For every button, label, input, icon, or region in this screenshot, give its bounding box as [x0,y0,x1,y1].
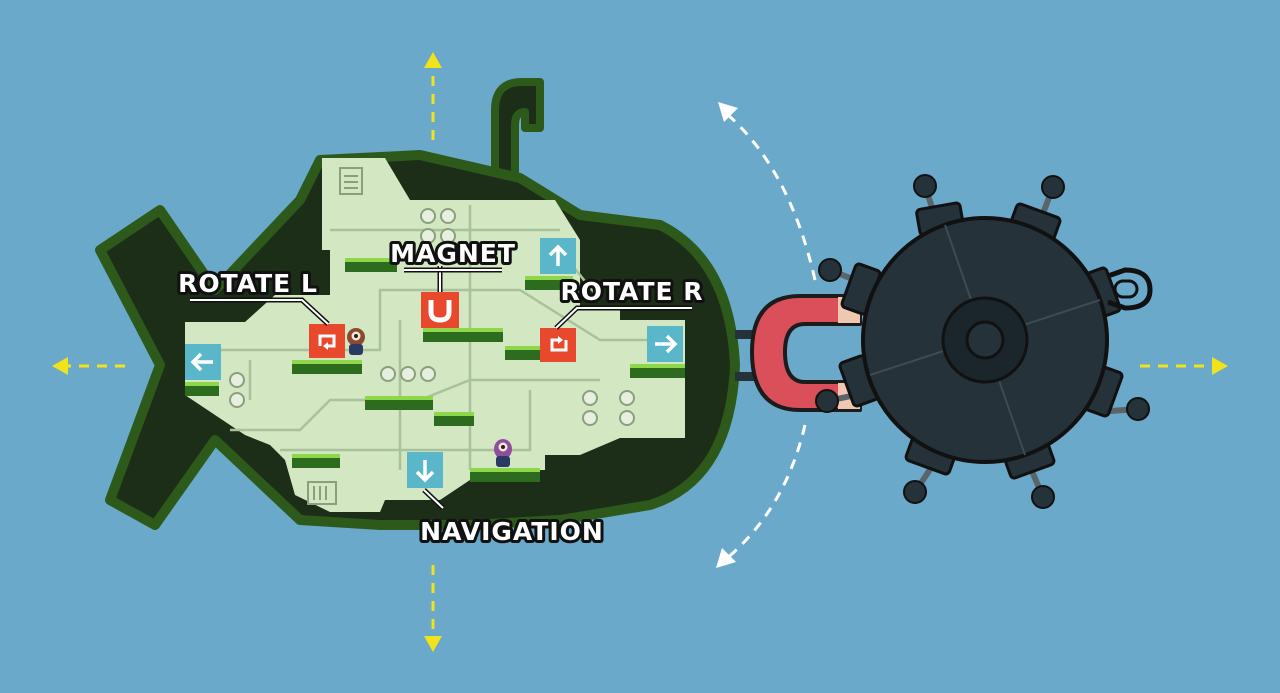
mine-spike-tips [815,174,1150,509]
direction-arrowheads [52,52,1228,652]
arrow-up-icon [424,52,442,68]
rotate-right-button[interactable] [540,328,576,362]
rotation-arc-top [727,113,817,281]
gauge-icon [420,366,436,382]
rotation-arrowhead-top [718,102,738,122]
platform-top [630,364,685,368]
gauge-icon [380,366,396,382]
platform-top [185,382,219,386]
sea-mine [815,174,1153,509]
platform-top [292,454,340,458]
arrow-right-icon [1212,357,1228,375]
gauge-icon [619,390,635,406]
arrow-down-icon [424,636,442,652]
rotate-right-arrowhead [558,336,563,344]
platform-top [365,396,433,400]
crew-member-purple[interactable] [494,439,512,467]
move-down-button[interactable] [407,452,443,488]
rotate-left-arrowhead [323,342,328,350]
move-right-button[interactable] [647,326,683,362]
gauge-icon [420,228,436,244]
arrow-left-icon [52,357,68,375]
gauge-icon [440,208,456,224]
gauge-icon [440,228,456,244]
gauges [229,208,635,426]
label-magnet: MAGNET [390,239,516,268]
label-rotate-right: ROTATE R [560,277,703,306]
rotate-left-icon [318,334,336,348]
platforms [185,258,685,482]
circuit-line [280,390,532,452]
rotation-arrowhead-bottom [716,548,736,568]
vent-panel-bottom [307,481,337,505]
wall-panels [307,167,363,505]
arrow-down-icon [415,460,435,483]
label-rotate-left: ROTATE L [178,269,318,298]
platform-top [525,276,573,280]
direction-arrows [65,68,1215,640]
arrow-up-icon [548,244,568,266]
crew-member-brown[interactable] [347,328,365,355]
rotation-arc-bottom [724,424,807,562]
platform-top [345,258,397,262]
gauge-icon [619,410,635,426]
gauge-icon [229,372,245,388]
mine-hook [1107,267,1153,311]
gauge-icon [420,208,436,224]
arrow-right-icon [655,334,678,354]
platform-top [292,360,362,364]
platform-top [434,412,474,416]
platform-top [423,328,503,332]
move-up-button[interactable] [540,238,576,274]
gauge-icon [582,410,598,426]
periscope [491,78,544,184]
rotate-right-icon [550,338,568,352]
callouts: MAGNET ROTATE L ROTATE R NAVIGATION [175,236,705,549]
move-left-button[interactable] [185,344,221,380]
gauge-icon [400,366,416,382]
magnet-button[interactable] [421,292,459,328]
submarine [95,78,740,530]
gauge-icon [229,392,245,408]
magnet-arm [735,294,862,412]
rotation-arrowheads [716,102,738,568]
arrow-left-icon [190,352,213,372]
mine-hook-eye [1113,279,1139,299]
mine-core-center [965,320,1005,360]
rotate-left-button[interactable] [309,324,345,358]
magnet-icon [428,300,452,323]
platform-top [470,468,540,472]
gauge-icon [582,390,598,406]
magnet-icon [750,294,862,412]
label-navigation: NAVIGATION [420,517,604,546]
rotation-arcs [724,113,817,562]
